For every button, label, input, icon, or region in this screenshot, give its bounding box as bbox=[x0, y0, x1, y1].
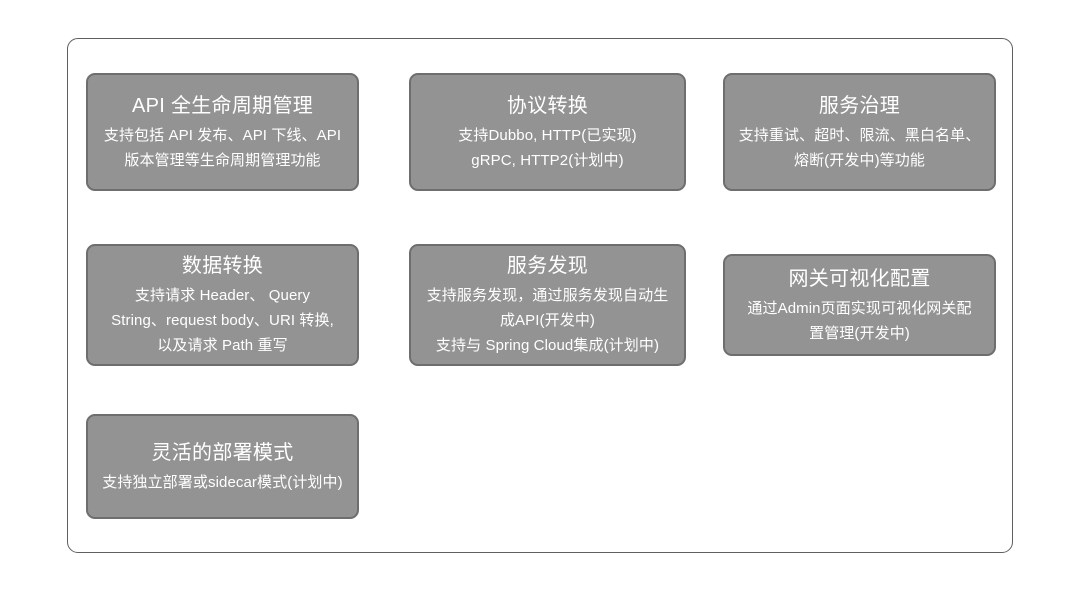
feature-card-data-conversion[interactable]: 数据转换 支持请求 Header、 Query String、request b… bbox=[86, 244, 359, 366]
card-title: 服务发现 bbox=[506, 255, 589, 277]
card-body: 通过Admin页面实现可视化网关配 置管理(开发中) bbox=[747, 299, 972, 342]
feature-card-flexible-deployment-mode[interactable]: 灵活的部署模式 支持独立部署或sidecar模式(计划中) bbox=[86, 414, 359, 519]
card-title: API 全生命周期管理 bbox=[131, 94, 314, 117]
feature-card-gateway-visual-configuration[interactable]: 网关可视化配置 通过Admin页面实现可视化网关配 置管理(开发中) bbox=[723, 254, 996, 356]
card-title: 服务治理 bbox=[818, 94, 901, 117]
card-title: 协议转换 bbox=[506, 94, 589, 117]
feature-card-grid: API 全生命周期管理 支持包括 API 发布、API 下线、API 版本管理等… bbox=[68, 39, 1014, 554]
card-body: 支持重试、超时、限流、黑白名单、 熔断(开发中)等功能 bbox=[738, 126, 981, 169]
card-body: 支持请求 Header、 Query String、request body、U… bbox=[111, 287, 334, 354]
feature-card-protocol-conversion[interactable]: 协议转换 支持Dubbo, HTTP(已实现) gRPC, HTTP2(计划中) bbox=[409, 73, 686, 191]
card-body: 支持服务发现，通过服务发现自动生 成API(开发中) 支持与 Spring Cl… bbox=[426, 287, 669, 354]
card-title: 灵活的部署模式 bbox=[151, 441, 294, 464]
feature-card-service-discovery[interactable]: 服务发现 支持服务发现，通过服务发现自动生 成API(开发中) 支持与 Spri… bbox=[409, 244, 686, 366]
feature-card-service-governance[interactable]: 服务治理 支持重试、超时、限流、黑白名单、 熔断(开发中)等功能 bbox=[723, 73, 996, 191]
card-body: 支持独立部署或sidecar模式(计划中) bbox=[102, 473, 343, 491]
card-body: 支持Dubbo, HTTP(已实现) gRPC, HTTP2(计划中) bbox=[458, 126, 637, 169]
card-body: 支持包括 API 发布、API 下线、API 版本管理等生命周期管理功能 bbox=[103, 126, 342, 169]
feature-card-api-lifecycle-management[interactable]: API 全生命周期管理 支持包括 API 发布、API 下线、API 版本管理等… bbox=[86, 73, 359, 191]
card-title: 数据转换 bbox=[181, 255, 264, 277]
diagram-frame: API 全生命周期管理 支持包括 API 发布、API 下线、API 版本管理等… bbox=[67, 38, 1013, 553]
card-title: 网关可视化配置 bbox=[788, 267, 931, 290]
